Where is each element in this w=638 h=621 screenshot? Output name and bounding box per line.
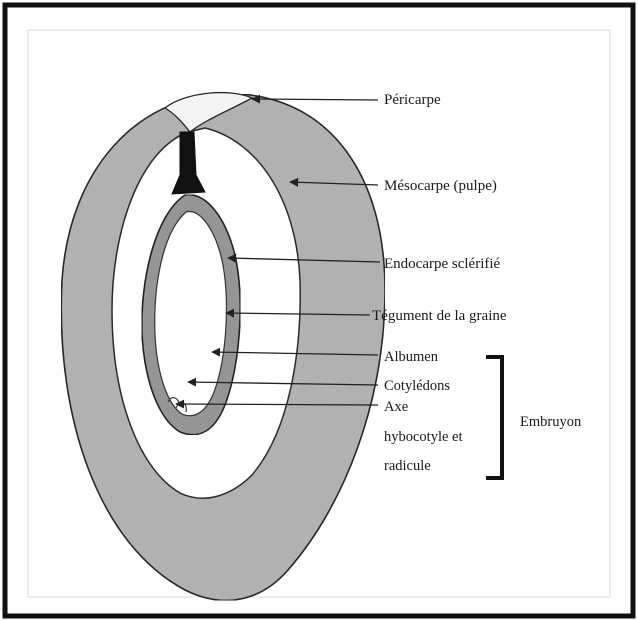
label-axe-line1: Axe (384, 399, 408, 415)
label-embryon: Embruyon (520, 414, 582, 430)
label-pericarpe: Péricarpe (384, 92, 441, 108)
label-mesocarpe: Mésocarpe (pulpe) (384, 178, 497, 194)
label-endocarpe: Endocarpe sclérifié (384, 256, 501, 272)
label-axe-line2: hybocotyle et (384, 429, 463, 445)
label-albumen: Albumen (384, 349, 439, 365)
label-tegument: Tégument de la graine (372, 308, 507, 324)
label-cotyledons: Cotylédons (384, 378, 450, 394)
label-axe-line3: radicule (384, 458, 431, 474)
